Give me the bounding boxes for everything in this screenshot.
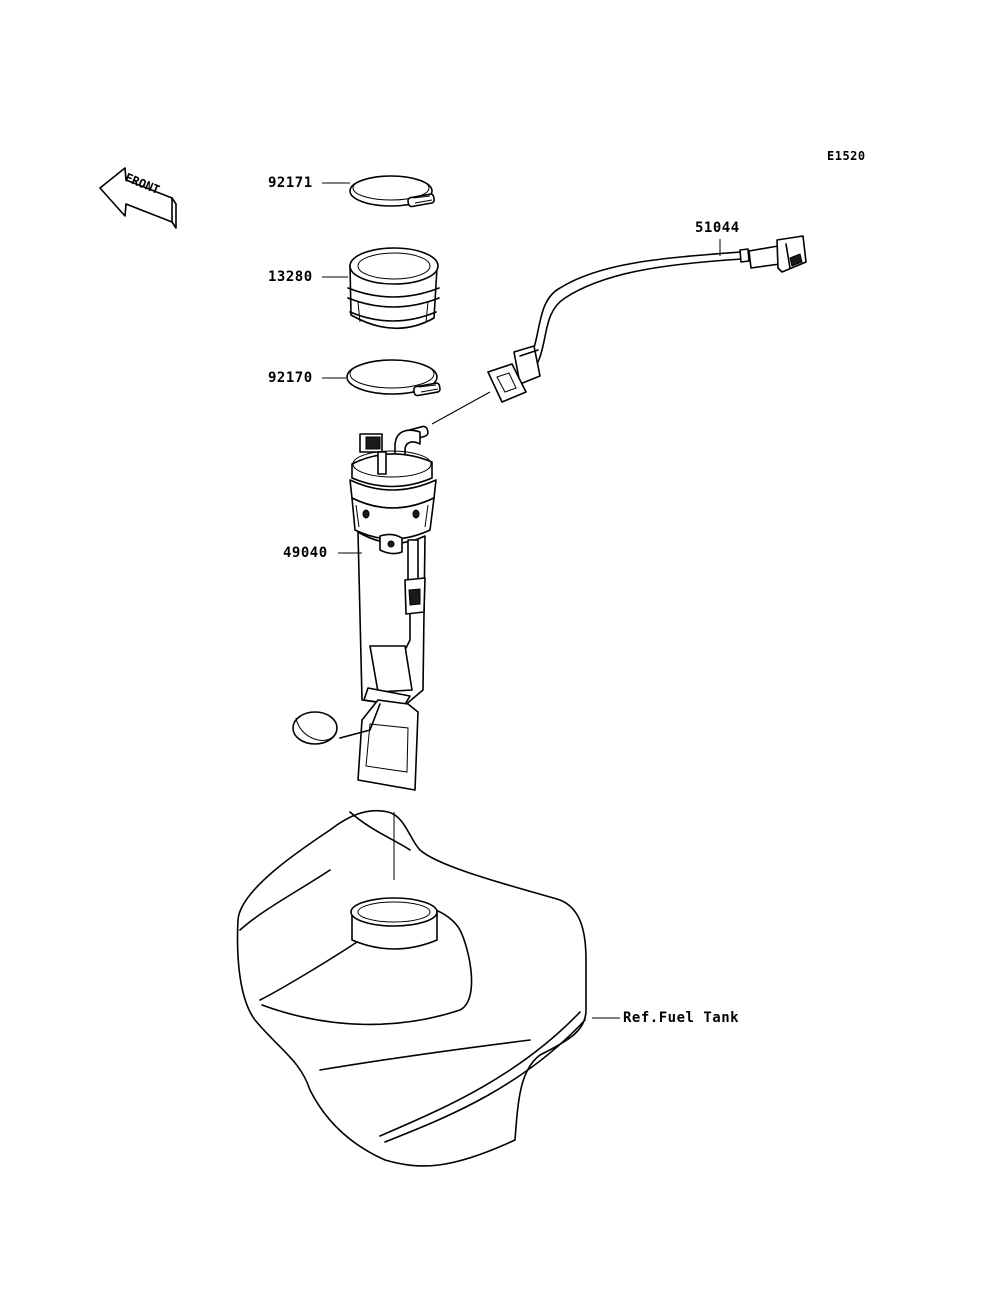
hose-51044 (431, 235, 807, 425)
clamp-92171 (322, 175, 435, 208)
diagram-code: E1520 (827, 149, 866, 163)
seal-13280 (322, 247, 440, 330)
part-label-51044: 51044 (695, 220, 740, 236)
front-arrow-icon: FRONT (99, 167, 177, 229)
reference-label-fuel-tank: Ref.Fuel Tank (623, 1010, 740, 1026)
part-label-13280: 13280 (268, 269, 313, 285)
fuel-tank-reference (236, 809, 620, 1167)
clamp-92170 (322, 359, 441, 397)
part-label-92170: 92170 (268, 370, 313, 386)
fuel-pump-49040 (292, 425, 437, 791)
part-label-92171: 92171 (268, 175, 313, 191)
part-label-49040: 49040 (283, 545, 328, 561)
